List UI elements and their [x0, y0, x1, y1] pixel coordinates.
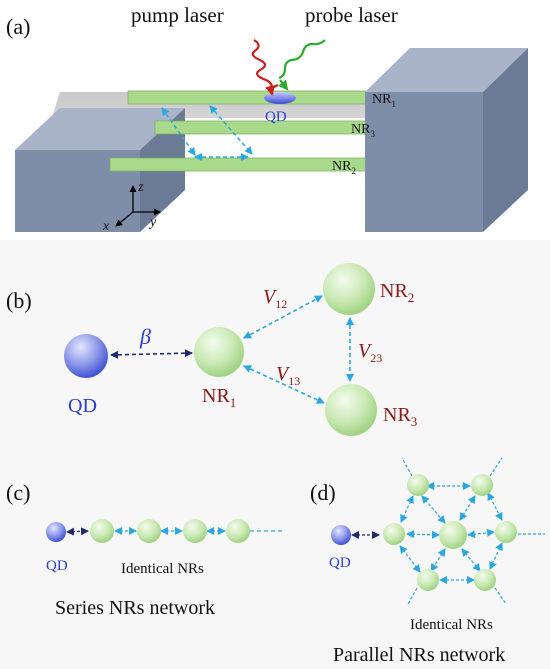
panel-c-label: (c): [6, 480, 30, 505]
series-nr-sphere: [90, 519, 114, 543]
parallel-caption: Parallel NRs network: [333, 644, 505, 666]
panel-a-label: (a): [6, 14, 30, 39]
nr2-sphere: [323, 263, 375, 315]
panel-b: (b) β QD NR1 NR2 NR3 V12 V13 V23: [6, 263, 417, 436]
parallel-nr-sphere: [495, 521, 517, 543]
qd-sphere-c: [46, 522, 66, 542]
parallel-nr-sphere: [407, 474, 429, 496]
parallel-nr-center-sphere: [439, 521, 467, 549]
pump-laser-arrow: [251, 39, 279, 91]
qd-label-a: QD: [265, 109, 287, 125]
panel-b-label: (b): [6, 288, 32, 313]
nr2-label-a: NR2: [332, 159, 356, 176]
identical-nrs-label-d: Identical NRs: [410, 617, 493, 633]
right-support-block: [365, 48, 528, 232]
panel-c: (c) QD Identical NRs Series NRs network: [6, 480, 282, 619]
parallel-nr-sphere: [471, 474, 493, 496]
qd-sphere-b: [64, 334, 108, 378]
probe-laser-label: probe laser: [305, 3, 398, 27]
qd-label-c: QD: [46, 558, 68, 574]
nr1-label-b: NR1: [202, 385, 236, 410]
v13-label: V13: [276, 363, 300, 388]
nr1-label-a: NR1: [372, 92, 396, 109]
nr1-sphere: [194, 327, 244, 377]
probe-laser-arrowhead: [278, 79, 289, 91]
beam-nr2: [109, 157, 401, 172]
axis-z-label: z: [137, 180, 144, 195]
qd-nr-coupling-c: [66, 527, 89, 536]
panel-d-label: (d): [310, 480, 336, 505]
series-caption: Series NRs network: [55, 597, 215, 619]
v13-coupling-arrow: [243, 365, 325, 404]
series-nr-sphere: [137, 519, 161, 543]
parallel-nr-sphere: [383, 523, 405, 545]
beta-label: β: [139, 324, 151, 349]
pump-laser-arrowhead: [265, 85, 275, 96]
series-nr-sphere: [226, 519, 250, 543]
axis-x-label: x: [102, 219, 110, 234]
coordinate-axes: [115, 185, 161, 227]
panel-a: (a): [6, 3, 528, 234]
nr3-label-b: NR3: [383, 404, 417, 429]
qd-label-d: QD: [329, 555, 351, 571]
parallel-nr-sphere: [474, 569, 496, 591]
qd-on-beam: [264, 92, 296, 104]
series-chain: [90, 519, 282, 543]
parallel-network-links: [399, 457, 545, 605]
parallel-nr-sphere: [417, 569, 439, 591]
axis-y-label: y: [148, 215, 157, 230]
pump-laser-label: pump laser: [131, 3, 224, 27]
identical-nrs-label-c: Identical NRs: [121, 561, 204, 577]
qd-sphere-d: [331, 525, 351, 545]
v23-label: V23: [358, 340, 382, 365]
series-nr-sphere: [183, 519, 207, 543]
nr3-sphere: [325, 384, 377, 436]
qd-label-b: QD: [68, 395, 97, 417]
beam-coupling-arrows: [161, 105, 253, 161]
nr3-label-a: NR3: [351, 122, 375, 139]
probe-laser-arrow: [278, 39, 326, 80]
v12-label: V12: [263, 286, 287, 311]
panel-d: (d): [310, 457, 545, 666]
nr2-label-b: NR2: [380, 280, 414, 305]
v12-coupling-arrow: [243, 295, 323, 339]
